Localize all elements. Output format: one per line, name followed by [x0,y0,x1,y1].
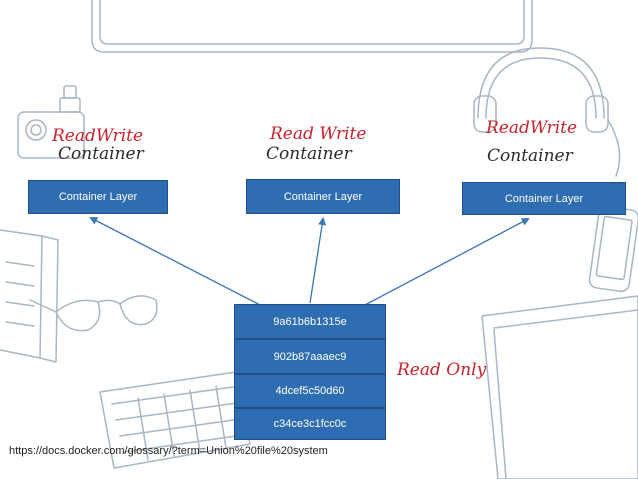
image-layer-1: 9a61b6b1315e [234,304,386,339]
container-3-mode-label: ReadWrite [486,118,578,138]
arrow-to-container-3 [362,218,530,307]
monitor-sketch [91,0,533,53]
container-3-type-label: Container [487,146,573,166]
image-layer-2: 902b87aaaec9 [234,339,386,374]
container-2-mode-label: Read Write [270,124,367,144]
tablet-sketch [481,295,638,479]
container-1-type-label: Container [58,144,144,164]
container-3-layer-box: Container Layer [462,182,626,215]
container-1-layer-label: Container Layer [58,191,138,203]
container-2-type-label: Container [266,144,352,164]
notebook-sketch [0,229,59,363]
container-1-mode-label: ReadWrite [52,126,144,146]
image-layer-4-id: c34ce3c1fcc0c [273,418,347,430]
headphones-sketch [473,47,621,177]
container-3-layer-label: Container Layer [504,192,584,205]
image-layer-2-id: 902b87aaaec9 [273,350,347,363]
image-layer-4: c34ce3c1fcc0c [234,408,386,440]
arrow-to-container-1 [89,217,263,307]
glasses-sketch [29,295,158,332]
source-url-text: https://docs.docker.com/glossary/?term=U… [9,445,328,457]
container-2-layer-label: Container Layer [283,190,363,203]
image-layer-1-id: 9a61b6b1315e [273,315,347,328]
camera-sketch [17,85,85,159]
container-1-layer-box: Container Layer [28,180,168,214]
container-2-layer-box: Container Layer [246,179,400,214]
keyboard-sketch [99,371,251,469]
image-layer-3-id: 4dcef5c50d60 [275,385,345,397]
image-layer-3: 4dcef5c50d60 [234,374,386,408]
arrow-to-container-2 [309,217,327,304]
read-only-label: Read Only [397,360,487,380]
